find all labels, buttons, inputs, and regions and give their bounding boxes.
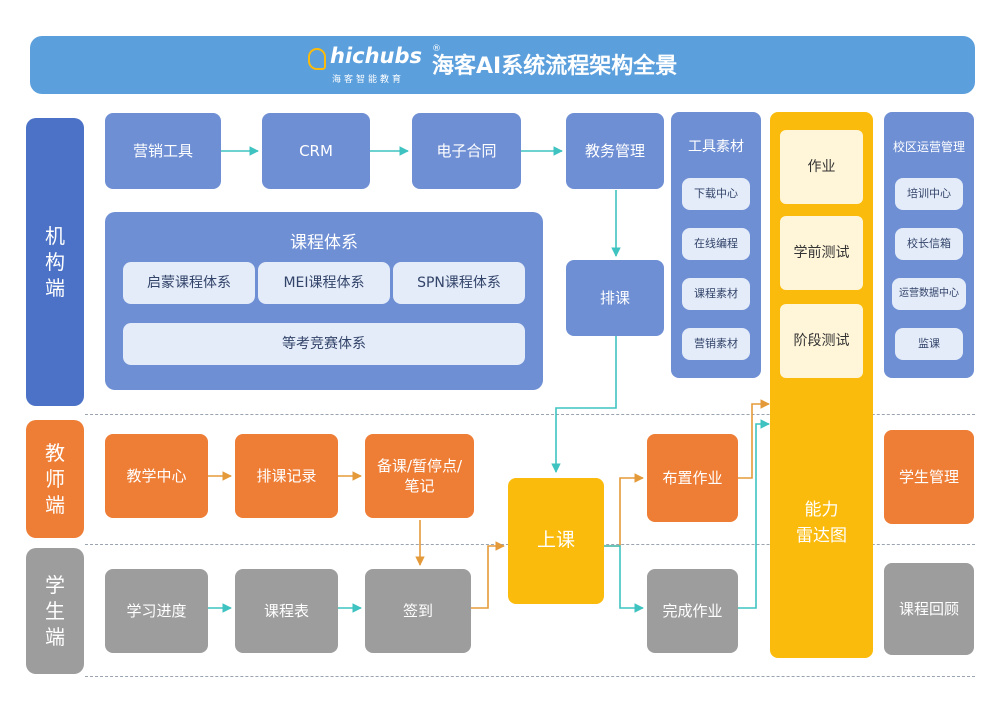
prep-box: 备课/暂停点/ 笔记 [365,434,474,518]
e-contract-box: 电子合同 [412,113,521,189]
logo-subtitle: 海客智能教育 [332,75,405,85]
logo-registered: ® [432,44,441,54]
curriculum-item-mei: MEI课程体系 [258,262,390,304]
campus-item-training: 培训中心 [895,178,963,210]
tool-materials-title: 工具素材 [688,139,744,155]
tool-item-download: 下载中心 [682,178,750,210]
student-mgmt-box: 学生管理 [884,430,974,524]
scheduling-box: 排课 [566,260,664,336]
arrow-complete-radar [738,419,770,609]
campus-item-monitoring: 监课 [895,328,963,360]
campus-ops-panel: 校区运营管理 培训中心 校长信箱 运营数据中心 监课 [884,112,974,378]
arrow-assign-radar [738,399,770,479]
logo-head-icon [308,48,326,70]
complete-homework-box: 完成作业 [647,569,738,653]
curriculum-title: 课程体系 [290,233,358,253]
arrow-scheduling-class [551,336,617,473]
arrow-class-complete [604,545,644,613]
radar-item-homework: 作业 [780,130,863,204]
curriculum-item-enlightenment: 启蒙课程体系 [123,262,255,304]
tool-item-marketing-materials: 营销素材 [682,328,750,360]
lane-org: 机 构 端 [26,118,84,406]
tool-item-course-materials: 课程素材 [682,278,750,310]
timetable-box: 课程表 [235,569,338,653]
lane-teacher: 教 师 端 [26,420,84,538]
curriculum-item-spn: SPN课程体系 [393,262,525,304]
header-bar: hichubs ® 海客智能教育 海客AI系统流程架构全景 [30,36,975,94]
review-box: 课程回顾 [884,563,974,655]
lane-divider [85,414,975,415]
campus-ops-title: 校区运营管理 [892,140,965,154]
curriculum-item-exam: 等考竞赛体系 [123,323,525,365]
radar-item-stage-test: 阶段测试 [780,304,863,378]
campus-item-mailbox: 校长信箱 [895,228,963,260]
academic-mgmt-box: 教务管理 [566,113,664,189]
campus-item-ops-data: 运营数据中心 [892,278,966,310]
lane-student: 学 生 端 [26,548,84,674]
class-box: 上课 [508,478,604,604]
progress-box: 学习进度 [105,569,208,653]
teaching-center-box: 教学中心 [105,434,208,518]
tool-materials-panel: 工具素材 下载中心 在线编程 课程素材 营销素材 [671,112,761,378]
tool-item-coding: 在线编程 [682,228,750,260]
logo-word: hichubs [330,44,423,68]
checkin-box: 签到 [365,569,471,653]
schedule-records-box: 排课记录 [235,434,338,518]
curriculum-panel: 课程体系 启蒙课程体系 MEI课程体系 SPN课程体系 等考竞赛体系 [105,212,543,390]
lane-divider [85,676,975,677]
radar-chart-label: 能力 雷达图 [796,500,847,546]
marketing-tools-box: 营销工具 [105,113,221,189]
arrow-class-assign [604,473,644,547]
radar-item-pretest: 学前测试 [780,216,863,290]
page-title: 海客AI系统流程架构全景 [432,54,678,79]
brand-logo: hichubs ® 海客智能教育 [308,44,448,86]
arrow-checkin-class [471,541,505,609]
radar-column: 作业 学前测试 阶段测试 能力 雷达图 [770,112,873,658]
crm-box: CRM [262,113,370,189]
assign-homework-box: 布置作业 [647,434,738,522]
